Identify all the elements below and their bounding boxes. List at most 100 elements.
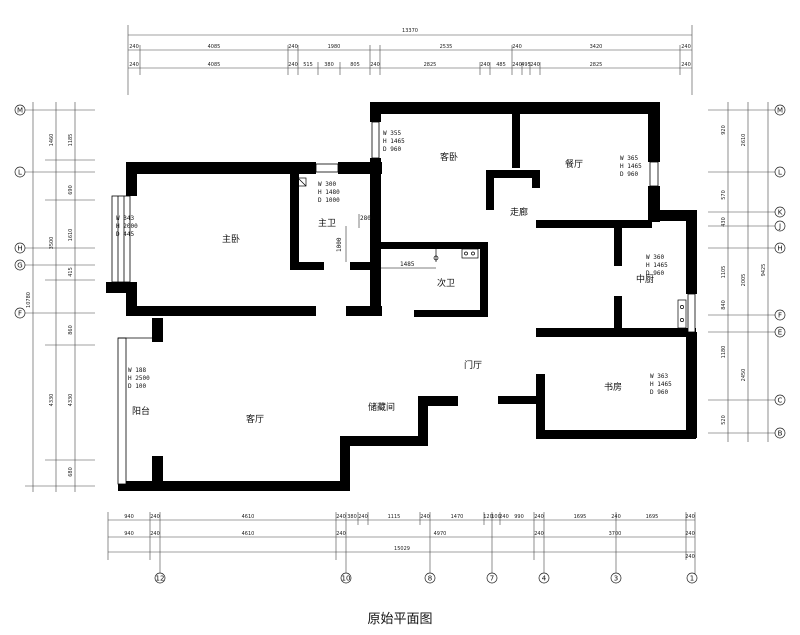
svg-text:H 1465: H 1465	[650, 381, 672, 388]
dim: 1115	[388, 514, 401, 520]
dim: 1180	[721, 346, 727, 359]
window-master-bedroom	[111, 195, 131, 283]
svg-text:H 2500: H 2500	[128, 375, 150, 382]
svg-text:W 188: W 188	[128, 367, 146, 374]
svg-text:D 960: D 960	[646, 270, 664, 277]
axis-label: B	[778, 430, 783, 438]
room-label-master-bedroom: 主卧	[222, 233, 240, 245]
dim: 920	[721, 125, 727, 135]
dim: 240	[370, 62, 380, 68]
axis-label: 3	[614, 575, 618, 583]
dim: 380	[347, 514, 357, 520]
dim: 1460	[49, 134, 55, 147]
dim: 495	[521, 62, 531, 68]
bottom-dimensions	[107, 512, 696, 575]
axis-label: L	[18, 169, 22, 177]
left-dimensions	[25, 102, 95, 492]
right-dimension-text: 920 2610 570 430 1105 2005 9425 840 1180…	[721, 125, 767, 425]
dim: 4330	[68, 394, 74, 407]
dim: 240	[530, 62, 540, 68]
svg-text:W 363: W 363	[650, 373, 668, 380]
room-labels: 主卧 主卫 客厅 客卧 餐厅 走廊 次卫 中厨 门厅 书房 阳台 储藏间	[132, 151, 654, 425]
axis-label: 1	[690, 575, 694, 583]
window-dining	[649, 161, 659, 187]
dim: 240	[288, 62, 298, 68]
dim: 4970	[434, 531, 447, 537]
dim: 240	[512, 44, 522, 50]
dim: 2610	[741, 134, 747, 147]
drawing-caption: 原始平面图	[367, 612, 433, 627]
dim: 485	[496, 62, 506, 68]
axis-label: F	[18, 310, 22, 318]
svg-text:H 1480: H 1480	[318, 189, 340, 196]
svg-text:D 960: D 960	[620, 171, 638, 178]
axis-label: 7	[490, 575, 494, 583]
dim: 240	[420, 514, 430, 520]
dim: 570	[721, 190, 727, 200]
dim: 240	[685, 531, 695, 537]
axis-label: M	[777, 107, 783, 115]
dim: 690	[68, 185, 74, 195]
dim: 940	[124, 531, 134, 537]
axis-label: L	[778, 169, 782, 177]
dim: 840	[721, 300, 727, 310]
window-note-study: W 363 H 1465 D 960	[650, 373, 672, 396]
svg-text:W 360: W 360	[646, 254, 664, 261]
svg-text:D 445: D 445	[116, 231, 134, 238]
dim: 240	[499, 514, 509, 520]
axis-label: M	[17, 107, 23, 115]
room-label-study: 书房	[604, 381, 622, 393]
dim: 4610	[242, 514, 255, 520]
room-label-master-bath: 主卫	[318, 217, 336, 229]
dim: 2825	[590, 62, 603, 68]
right-axis-markers: M L K J H F E C B	[774, 104, 786, 439]
dim: 4085	[208, 44, 221, 50]
dim: 240	[681, 44, 691, 50]
dim: 680	[68, 467, 74, 477]
dim: 4330	[49, 394, 55, 407]
window-note-kitchen: W 360 H 1465 D 960	[646, 254, 668, 277]
dim: 240	[336, 531, 346, 537]
svg-text:W 343: W 343	[116, 215, 134, 222]
dim: 3420	[590, 44, 603, 50]
room-label-corridor: 走廊	[510, 206, 528, 218]
window-note-living-room: W 188 H 2500 D 100	[128, 367, 150, 390]
second-bath-width-dim: 1485	[400, 261, 415, 268]
dim: 1610	[68, 229, 74, 242]
bath-height-dim: 1000	[336, 237, 343, 252]
room-label-balcony: 阳台	[132, 405, 150, 417]
top-dimensions	[127, 25, 693, 95]
dim: 990	[514, 514, 524, 520]
dim: 240	[358, 514, 368, 520]
window-note-guest-bedroom: W 355 H 1465 D 960	[383, 130, 405, 153]
svg-text:W 355: W 355	[383, 130, 401, 137]
svg-text:D 960: D 960	[650, 389, 668, 396]
left-dimension-text: 10780 1460 1185 690 3500 1610 415 860 43…	[26, 134, 74, 477]
bath-gap-dim: 280	[360, 215, 371, 222]
right-total-dim: 9425	[761, 264, 767, 277]
dim: 240	[150, 514, 160, 520]
dim: 240	[512, 62, 522, 68]
window-guest-bedroom	[371, 121, 380, 159]
dim: 120	[483, 514, 493, 520]
room-label-foyer: 门厅	[464, 359, 482, 371]
dim: 240	[288, 44, 298, 50]
bottom-axis-markers: 12 10 8 7 4 3 1	[154, 572, 698, 584]
stove-icon	[677, 299, 687, 329]
walls	[106, 102, 697, 491]
svg-text:H 2000: H 2000	[116, 223, 138, 230]
dim: 2005	[741, 274, 747, 287]
dim: 515	[303, 62, 313, 68]
dim: 240	[150, 531, 160, 537]
dim: 415	[68, 267, 74, 277]
inner-dimension-notes: 1000 280 1485	[336, 215, 415, 268]
window-note-dining-room: W 365 H 1465 D 960	[620, 155, 642, 178]
dim: 2450	[741, 369, 747, 382]
dim: 805	[350, 62, 360, 68]
dim: 240	[681, 62, 691, 68]
dim: 240	[685, 514, 695, 520]
top-dimension-text: 13370 240 4085 240 1980 2535 240 3420 24…	[129, 28, 691, 68]
dim: 1980	[328, 44, 341, 50]
room-label-dining-room: 餐厅	[565, 158, 583, 170]
